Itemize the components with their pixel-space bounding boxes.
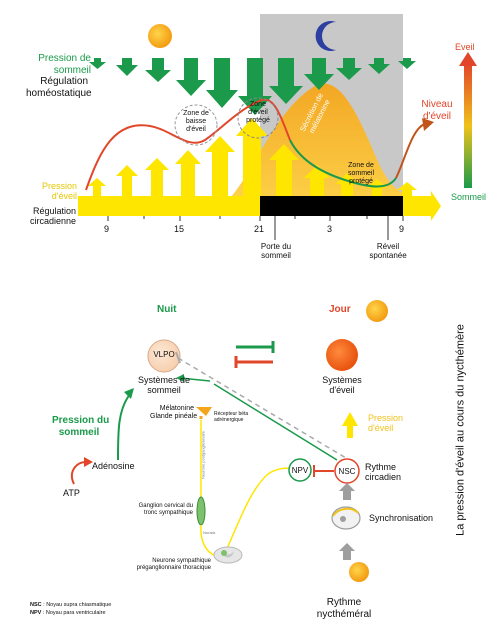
- legend-item-nsc: NSC : Noyau supra chiasmatique: [30, 602, 112, 608]
- hour-ticks: [107, 216, 404, 221]
- hour-15: 15: [174, 224, 185, 234]
- wake-pressure-arrow: [342, 412, 358, 438]
- wake-level-curve-red: [85, 98, 291, 191]
- moon-icon-night: [111, 294, 128, 328]
- wake-scale-bar: [464, 64, 472, 188]
- hour-21: 21: [254, 224, 265, 234]
- synchronisation-label: Synchronisation: [369, 513, 434, 523]
- npv-circle: [288, 458, 312, 482]
- circadian-bar-day: [78, 196, 260, 216]
- sommeil-scale-label: Sommeil: [451, 192, 487, 202]
- atp-label: ATP: [63, 488, 80, 498]
- sun-icon-day: [366, 300, 388, 322]
- circadian-bar-night: [260, 196, 403, 216]
- wake-level-curve-end: [395, 123, 426, 179]
- ganglion-icon: [196, 496, 206, 526]
- neurone-postganglionnaire-label: Neurone postganglionnaire: [200, 430, 206, 480]
- spinal-cord-icon: [213, 546, 243, 564]
- hour-9-end: 9: [399, 224, 405, 234]
- zone-eveil-ellipse: [237, 97, 279, 139]
- side-title: La pression d'éveil au cours du nycthémè…: [454, 324, 467, 536]
- noradr-label: Noradr.: [203, 530, 217, 535]
- jour-label: Jour: [329, 304, 351, 315]
- sleep-pressure-arrows: [89, 58, 416, 115]
- legend: NSC : Noyau supra chiasmatique NPV : Noy…: [30, 601, 111, 618]
- hour-3: 3: [327, 224, 333, 234]
- nuit-label: Nuit: [157, 304, 177, 315]
- sun-icon-nycthemeral: [349, 562, 369, 582]
- vlpo-circle: [147, 339, 181, 373]
- sleep-pressure-arrow: [117, 393, 131, 461]
- eveil-scale-label: Eveil: [455, 42, 475, 52]
- hour-9-start: 9: [104, 224, 110, 234]
- sun-icon-top: [148, 24, 172, 48]
- atp-arrow: [70, 461, 87, 485]
- moon-icon-top: [315, 21, 336, 51]
- wake-level-curve-green: [289, 139, 397, 188]
- vlpo-label: VLPO: [153, 350, 175, 359]
- pineal-gland: [196, 407, 212, 416]
- zone-baisse-ellipse: [174, 104, 218, 146]
- circadian-bar-day2: [403, 196, 431, 216]
- npv-label: NPV: [291, 466, 309, 475]
- nsc-label: NSC: [338, 467, 356, 476]
- wake-pressure-arrows: [88, 118, 417, 196]
- moon-icon-nycthemeral: [310, 562, 326, 594]
- eye-icon: [331, 506, 361, 530]
- legend-item-npv: NPV : Noyau para ventriculaire: [30, 610, 106, 617]
- wake-systems-ball: [326, 339, 358, 371]
- adenosine-label: Adénosine: [92, 461, 135, 471]
